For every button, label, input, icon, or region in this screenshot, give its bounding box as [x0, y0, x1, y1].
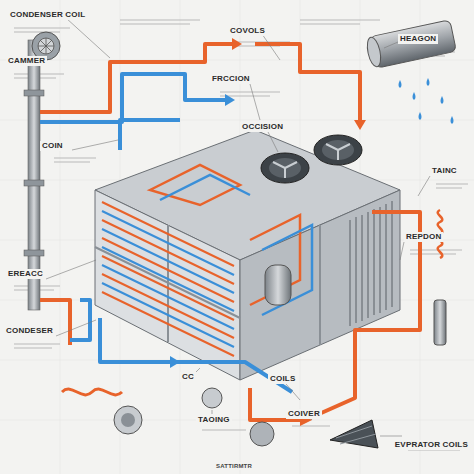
- part-label: COIVER: [286, 409, 322, 419]
- condenser-grille: [350, 201, 392, 326]
- receiver-tank: [365, 20, 456, 68]
- part-label: COILS: [268, 374, 297, 384]
- leader-lines: [40, 18, 430, 436]
- part-label: COVOLS: [228, 26, 267, 36]
- bottom-components: [62, 388, 378, 448]
- valve: [434, 300, 446, 345]
- flow-arrows: [170, 38, 366, 426]
- internal-pipes: [150, 165, 312, 315]
- watermark: SATTIRMTR: [214, 462, 254, 470]
- part-label: EVPRATOR COILS: [393, 440, 470, 450]
- note-lines: [14, 20, 468, 450]
- part-label: TAINC: [430, 166, 459, 176]
- water-drops: [399, 78, 454, 124]
- fans: [261, 135, 362, 183]
- coil-rows: [102, 202, 234, 356]
- part-label: CONDESER: [4, 326, 55, 336]
- part-label: REPDON: [404, 232, 443, 242]
- part-label: CONDENSER COIL: [8, 10, 87, 20]
- refrigerant-lines: [40, 44, 420, 420]
- part-label: FRCCION: [210, 74, 252, 84]
- part-label: OCCISION: [240, 122, 285, 132]
- part-label: COIN: [40, 141, 65, 151]
- part-label: CAMMER: [6, 56, 47, 66]
- part-label: CC: [180, 372, 196, 382]
- compressor: [265, 265, 291, 305]
- part-label: EREACC: [6, 269, 45, 279]
- part-label: HEAGON: [398, 34, 438, 44]
- part-label: TAOING: [196, 415, 232, 425]
